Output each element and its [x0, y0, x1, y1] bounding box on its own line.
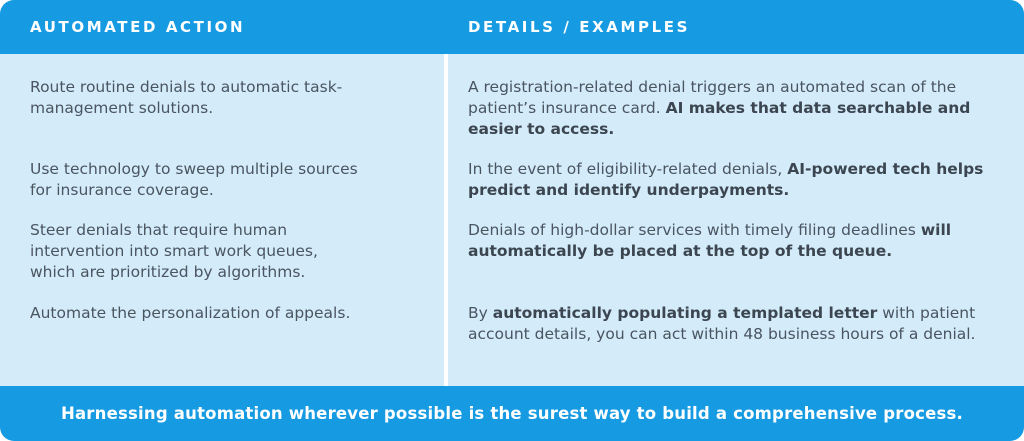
footer-banner: Harnessing automation wherever possible …	[0, 386, 1024, 441]
row-details: Denials of high-dollar services with tim…	[468, 220, 1013, 262]
table-header: AUTOMATED ACTION DETAILS / EXAMPLES	[0, 0, 1024, 54]
row-action: Use technology to sweep multiple sources…	[30, 160, 358, 199]
details-bold-text: automatically populating a templated let…	[492, 304, 878, 322]
row-action: Automate the personalization of appeals.	[30, 304, 351, 322]
header-automated-action: AUTOMATED ACTION	[30, 18, 246, 36]
details-text: In the event of eligibility-related deni…	[468, 160, 788, 178]
column-divider	[444, 54, 448, 386]
details-text: By	[468, 304, 493, 322]
details-bold-text: will automatically be placed at the top …	[468, 221, 952, 260]
row-details: By automatically populating a templated …	[468, 303, 988, 345]
footer-text: Harnessing automation wherever possible …	[60, 404, 964, 423]
details-text: Denials of high-dollar services with tim…	[468, 221, 921, 239]
row-details: A registration-related denial triggers a…	[468, 77, 998, 140]
details-text: A registration-related denial triggers a…	[468, 78, 957, 117]
header-details-examples: DETAILS / EXAMPLES	[468, 18, 690, 36]
details-text: with patient account details, you can ac…	[468, 304, 976, 343]
row-action: Steer denials that require human interve…	[30, 221, 318, 281]
details-bold-text: AI-powered tech helps predict and identi…	[468, 160, 984, 199]
details-bold-text: AI makes that data searchable and easier…	[468, 99, 971, 138]
row-details: In the event of eligibility-related deni…	[468, 159, 1008, 201]
row-action: Route routine denials to automatic task-…	[30, 78, 343, 117]
